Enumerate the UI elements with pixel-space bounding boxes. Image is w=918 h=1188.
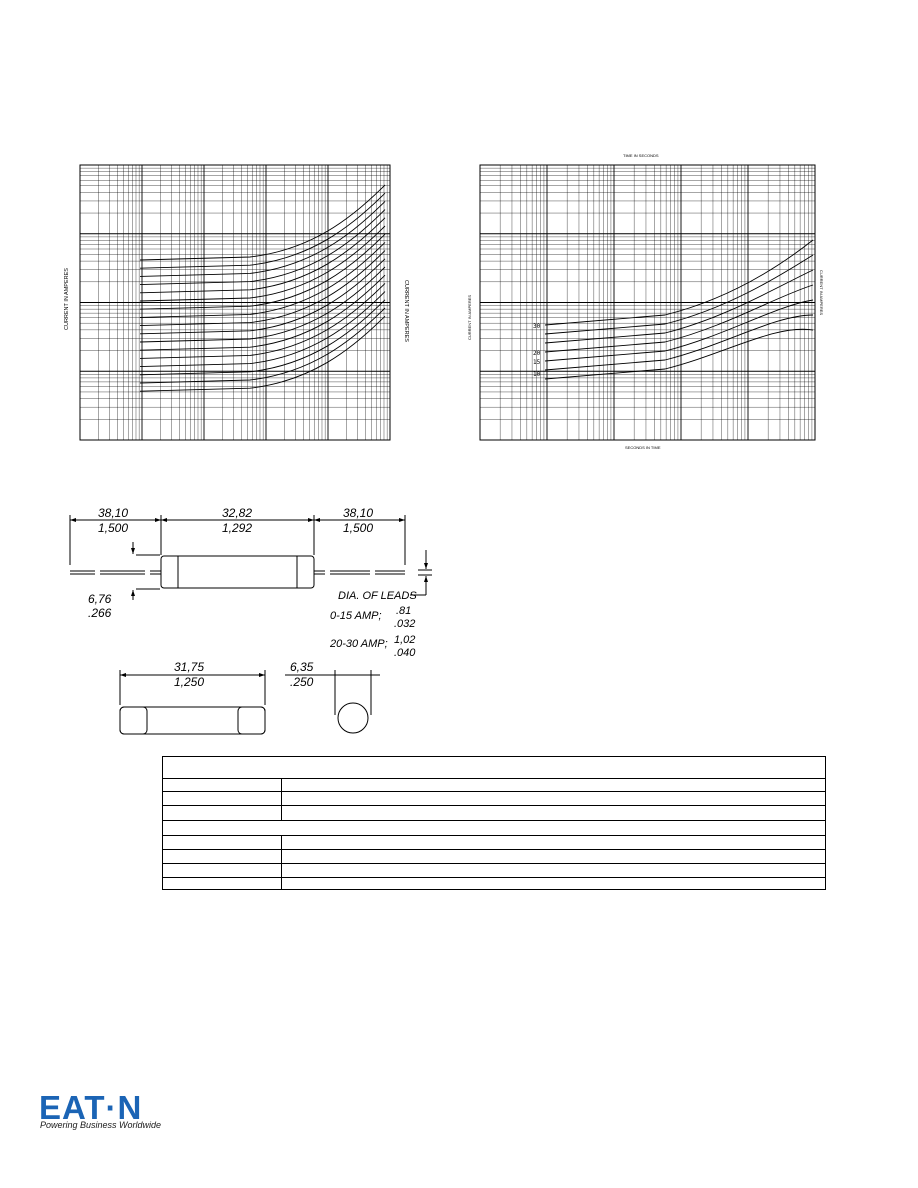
fuse-curve [139, 274, 386, 351]
table-column-divider [281, 835, 282, 890]
fuse-curve [139, 201, 386, 277]
fuse-curve [139, 225, 386, 302]
spec-table [162, 756, 826, 890]
dia-leads-val-2-in: .040 [394, 647, 416, 659]
table-row [163, 835, 825, 836]
body-len-in: 1,292 [222, 521, 252, 535]
cartridge-len-mm: 31,75 [174, 660, 204, 674]
fuse-curve [139, 266, 386, 343]
fuse-curve [139, 307, 386, 384]
fuse-curve [544, 328, 814, 380]
fuse-curve [139, 299, 386, 376]
fuse-curve [139, 209, 386, 286]
fuse-curve [544, 269, 814, 344]
table-column-divider [281, 778, 282, 820]
right-chart-top-label: TIME IN SECONDS [623, 153, 659, 158]
table-row [163, 820, 825, 821]
fuse-curve [139, 192, 386, 269]
right-curve-label-30: 30 [533, 323, 541, 330]
eaton-wordmark: EAT·N [39, 1089, 143, 1126]
cartridge-dia-in: .250 [290, 675, 314, 689]
fuse-curve [139, 250, 386, 327]
right-time-current-chart: TIME IN SECONDS SECONDS IN TIME CURRENT … [465, 150, 825, 455]
right-chart-curves [544, 239, 814, 380]
dia-leads-val-2-mm: 1,02 [394, 634, 415, 646]
body-dia-mm: 6,76 [88, 592, 112, 606]
brand-tagline: Powering Business Worldwide [40, 1120, 162, 1130]
left-chart-y-axis-label: CURRENT IN AMPERES [64, 268, 70, 330]
lead-right-in: 1,500 [343, 521, 373, 535]
dia-leads-rating-1: 0-15 AMP; [330, 610, 382, 622]
dia-leads-title: DIA. OF LEADS [338, 590, 417, 602]
table-row [163, 791, 825, 792]
fuse-curve [139, 258, 386, 335]
table-row [163, 863, 825, 864]
fuse-curve [139, 217, 386, 294]
right-curve-label-10: 10 [533, 371, 541, 378]
eaton-logo: EAT·N [39, 1091, 142, 1124]
fuse-curve [139, 283, 386, 359]
cartridge-dia-mm: 6,35 [290, 660, 314, 674]
left-chart-svg: CURRENT IN AMPERES CURRENT IN AMPERES [64, 164, 409, 441]
dia-leads-val-1-mm: .81 [396, 605, 411, 617]
table-row [163, 877, 825, 878]
fuse-curve [139, 291, 386, 368]
fuse-curve [139, 242, 386, 318]
right-chart-left-label: CURRENT IN AMPERES [467, 295, 472, 340]
lead-left-in: 1,500 [98, 521, 128, 535]
fuse-curve [139, 184, 386, 261]
fuse-dimension-drawing: 38,10 1,500 32,82 1,292 38,10 1,500 6,76… [60, 500, 440, 750]
fuse-curve [139, 315, 386, 392]
right-chart-svg: TIME IN SECONDS SECONDS IN TIME CURRENT … [467, 153, 824, 450]
fuse-curve [544, 314, 814, 371]
left-chart-y-axis-label-right: CURRENT IN AMPERES [403, 280, 409, 342]
left-time-current-chart: CURRENT IN AMPERES CURRENT IN AMPERES [60, 150, 410, 455]
body-dia-in: .266 [88, 606, 112, 620]
fuse-drawing-svg: 38,10 1,500 32,82 1,292 38,10 1,500 6,76… [69, 506, 432, 735]
right-curve-label-15: 15 [533, 359, 541, 366]
body-len-mm: 32,82 [222, 506, 252, 520]
lead-right-mm: 38,10 [343, 506, 373, 520]
fuse-curve [544, 239, 814, 326]
table-row [163, 778, 825, 779]
lead-left-mm: 38,10 [98, 506, 128, 520]
fuse-curve [544, 299, 814, 362]
dia-leads-val-1-in: .032 [394, 618, 415, 630]
left-chart-curves [139, 184, 386, 392]
table-row [163, 849, 825, 850]
cartridge-len-in: 1,250 [174, 675, 204, 689]
fuse-curve [544, 254, 814, 335]
fuse-curve [139, 233, 386, 310]
right-chart-right-label: CURRENT IN AMPERES [819, 270, 824, 315]
right-chart-bottom-label: SECONDS IN TIME [625, 445, 661, 450]
right-curve-label-20: 20 [533, 350, 541, 357]
right-chart-grid [479, 164, 816, 441]
dia-leads-rating-2: 20-30 AMP; [329, 638, 388, 650]
fuse-curve [544, 284, 814, 353]
table-row [163, 805, 825, 806]
